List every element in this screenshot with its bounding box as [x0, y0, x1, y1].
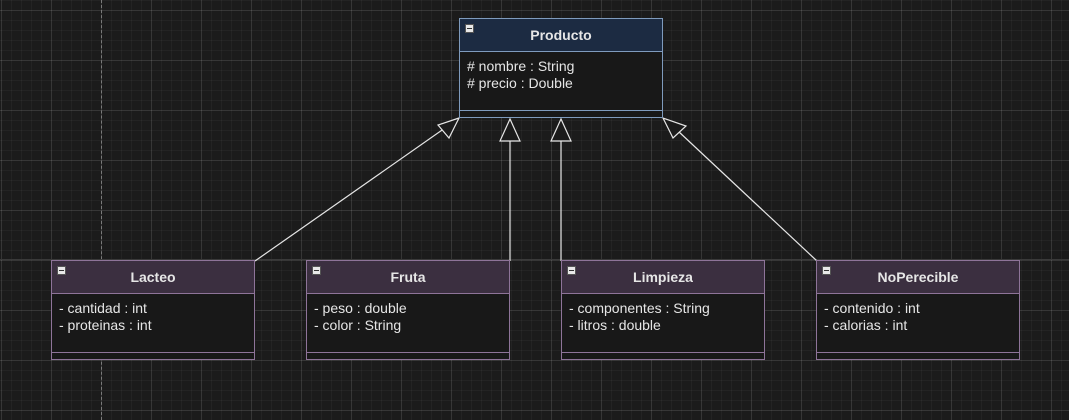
class-lacteo[interactable]: Lacteo - cantidad : int - proteinas : in… [51, 260, 255, 360]
class-header[interactable]: Producto [460, 19, 662, 52]
attribute[interactable]: - contenido : int [824, 300, 920, 316]
collapse-icon[interactable] [57, 266, 66, 275]
attribute[interactable]: - componentes : String [569, 300, 710, 316]
operations-compartment [817, 352, 1019, 359]
collapse-icon[interactable] [465, 24, 474, 33]
class-name: NoPerecible [877, 269, 959, 285]
attribute[interactable]: - peso : double [314, 300, 407, 316]
class-header[interactable]: Lacteo [52, 261, 254, 294]
class-producto[interactable]: Producto # nombre : String # precio : Do… [459, 18, 663, 118]
inheritance-arrowhead [499, 117, 521, 142]
attribute[interactable]: # precio : Double [467, 75, 573, 91]
attribute[interactable]: - proteinas : int [59, 317, 152, 333]
class-noperecible[interactable]: NoPerecible - contenido : int - calorias… [816, 260, 1020, 360]
attribute[interactable]: - color : String [314, 317, 402, 333]
edge-lacteo-producto[interactable] [254, 127, 446, 262]
class-name: Fruta [390, 269, 426, 285]
operations-compartment [52, 352, 254, 359]
class-header[interactable]: NoPerecible [817, 261, 1019, 294]
attribute-list: # nombre : String # precio : Double [460, 52, 662, 96]
operations-compartment [562, 352, 764, 359]
collapse-icon[interactable] [312, 266, 321, 275]
attribute[interactable]: - cantidad : int [59, 300, 147, 316]
attribute[interactable]: - calorias : int [824, 317, 908, 333]
class-name: Producto [530, 27, 592, 43]
inheritance-arrowhead [661, 116, 688, 139]
attribute[interactable]: - litros : double [569, 317, 661, 333]
class-header[interactable]: Limpieza [562, 261, 764, 294]
attribute-list: - peso : double - color : String [307, 294, 509, 338]
class-name: Limpieza [633, 269, 693, 285]
attribute-list: - componentes : String - litros : double [562, 294, 764, 338]
guide-line-vertical [101, 0, 102, 420]
class-name: Lacteo [130, 269, 176, 285]
class-limpieza[interactable]: Limpieza - componentes : String - litros… [561, 260, 765, 360]
inheritance-arrowhead [550, 117, 572, 142]
attribute-list: - cantidad : int - proteinas : int [52, 294, 254, 338]
collapse-icon[interactable] [822, 266, 831, 275]
class-header[interactable]: Fruta [307, 261, 509, 294]
attribute[interactable]: # nombre : String [467, 58, 575, 74]
guide-line-horizontal [0, 259, 1069, 260]
inheritance-arrowhead [436, 116, 461, 140]
operations-compartment [307, 352, 509, 359]
operations-compartment [460, 110, 662, 117]
collapse-icon[interactable] [567, 266, 576, 275]
attribute-list: - contenido : int - calorias : int [817, 294, 1019, 338]
class-fruta[interactable]: Fruta - peso : double - color : String [306, 260, 510, 360]
edge-noperecible-producto[interactable] [677, 130, 818, 262]
